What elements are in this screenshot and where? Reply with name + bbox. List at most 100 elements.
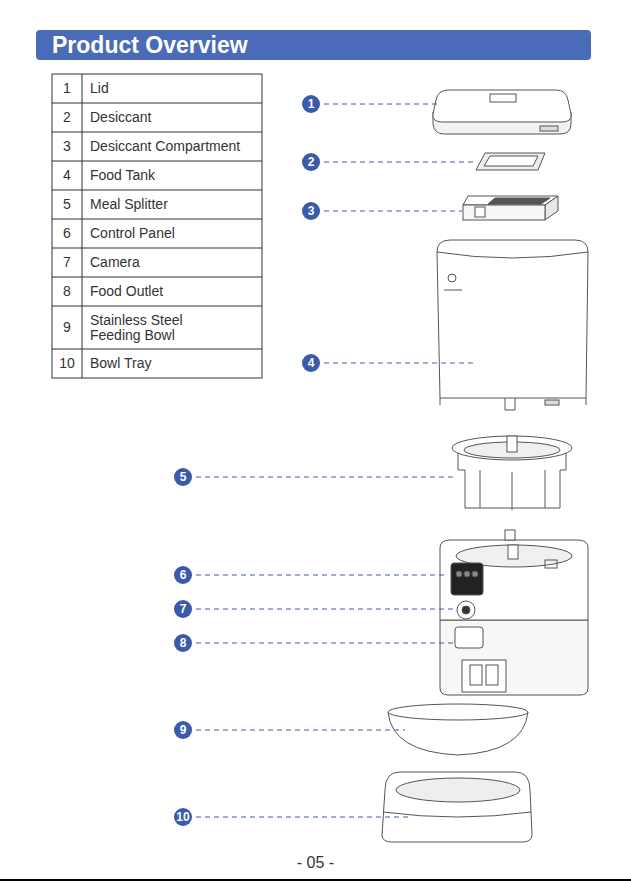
leader-line	[324, 211, 462, 212]
desiccant-compartment-drawing	[488, 198, 550, 204]
parts-table	[52, 190, 262, 191]
base-drawing	[486, 665, 498, 685]
food-tank-drawing	[437, 252, 588, 258]
title-banner	[36, 30, 591, 60]
page-title: Product Overview	[52, 30, 248, 60]
desiccant-drawing	[476, 153, 545, 170]
leader-lines	[196, 104, 475, 817]
callout-number: 6	[174, 566, 192, 584]
desiccant-compartment-drawing	[475, 207, 485, 217]
desiccant-compartment-drawing	[463, 205, 545, 220]
leader-line	[196, 477, 455, 478]
food-tank-drawing	[437, 240, 588, 398]
leader-line	[324, 104, 437, 105]
bowl-tray-drawing	[396, 778, 520, 802]
part-name: Food Tank	[90, 161, 260, 190]
bowl-tray-drawing	[383, 812, 531, 817]
leader-line	[196, 643, 453, 644]
parts-table	[52, 74, 262, 378]
base-drawing	[440, 540, 588, 620]
callout-circle	[302, 153, 320, 171]
meal-splitter-drawing	[507, 436, 517, 452]
parts-table	[52, 74, 262, 378]
base-drawing	[505, 530, 515, 540]
callout-circle	[174, 566, 192, 584]
lid-drawing	[433, 90, 571, 134]
desiccant-compartment-drawing	[463, 196, 558, 220]
parts-table	[52, 161, 262, 162]
page-rule	[0, 880, 631, 881]
table-number: 6	[52, 219, 82, 248]
callout-circle	[174, 600, 192, 618]
parts-table	[52, 349, 262, 350]
callout-number: 3	[302, 202, 320, 220]
part-name: Desiccant	[90, 103, 260, 132]
base-drawing	[455, 627, 483, 648]
food-tank-drawing	[545, 400, 559, 405]
callout-number: 10	[174, 808, 192, 826]
callout-circle	[174, 634, 192, 652]
table-number: 1	[52, 74, 82, 103]
callout-number: 7	[174, 600, 192, 618]
lid-drawing	[490, 94, 516, 102]
callout-number: 9	[174, 721, 192, 739]
bowl-drawing	[388, 704, 528, 720]
bowl-tray-drawing	[382, 772, 532, 842]
leader-line	[196, 575, 448, 576]
base-drawing	[508, 545, 518, 559]
callout-number: 10	[174, 808, 192, 826]
parts-table	[52, 219, 262, 220]
part-name: Bowl Tray	[90, 349, 260, 378]
leader-line	[196, 730, 405, 731]
callout-number: 2	[302, 153, 320, 171]
parts-table	[52, 277, 262, 278]
callout-circle	[302, 95, 320, 113]
base-drawing	[457, 601, 475, 619]
parts-table	[52, 306, 262, 307]
callout-circle	[302, 202, 320, 220]
table-number: 5	[52, 190, 82, 219]
base-drawing	[462, 660, 506, 692]
callout-number: 3	[302, 202, 320, 220]
callout-number: 4	[302, 354, 320, 372]
base-drawing	[451, 563, 483, 595]
part-name: Stainless Steel Feeding Bowl	[90, 306, 215, 349]
callout-circle	[174, 721, 192, 739]
food-tank-drawing	[448, 274, 456, 282]
callout-circle	[174, 808, 192, 826]
part-name: Camera	[90, 248, 260, 277]
parts-table	[52, 248, 262, 249]
food-tank-drawing	[440, 398, 586, 410]
meal-splitter-drawing	[480, 470, 545, 510]
base-drawing	[470, 665, 482, 685]
callout-number: 5	[174, 468, 192, 486]
table-number: 2	[52, 103, 82, 132]
callout-number: 5	[174, 468, 192, 486]
table-number: 4	[52, 161, 82, 190]
callout-number: 8	[174, 634, 192, 652]
table-number: 3	[52, 132, 82, 161]
meal-splitter-drawing	[452, 436, 572, 510]
lid-drawing	[433, 90, 571, 122]
table-number: 7	[52, 248, 82, 277]
leader-line	[324, 363, 473, 364]
base-drawing	[440, 620, 588, 695]
part-name: Meal Splitter	[90, 190, 260, 219]
table-number: 10	[52, 349, 82, 378]
desiccant-drawing	[476, 153, 545, 170]
callout-number: 2	[302, 153, 320, 171]
leader-line	[196, 817, 408, 818]
meal-splitter-drawing	[452, 436, 572, 460]
base-drawing	[462, 606, 470, 614]
title-banner	[36, 30, 591, 60]
bowl-drawing	[388, 704, 528, 755]
parts-table	[82, 74, 83, 378]
callout-number: 1	[302, 95, 320, 113]
callout-number: 8	[174, 634, 192, 652]
leader-line	[196, 609, 454, 610]
desiccant-drawing	[484, 156, 538, 166]
callout-number: 9	[174, 721, 192, 739]
part-name: Control Panel	[90, 219, 260, 248]
lid-drawing	[540, 126, 558, 131]
